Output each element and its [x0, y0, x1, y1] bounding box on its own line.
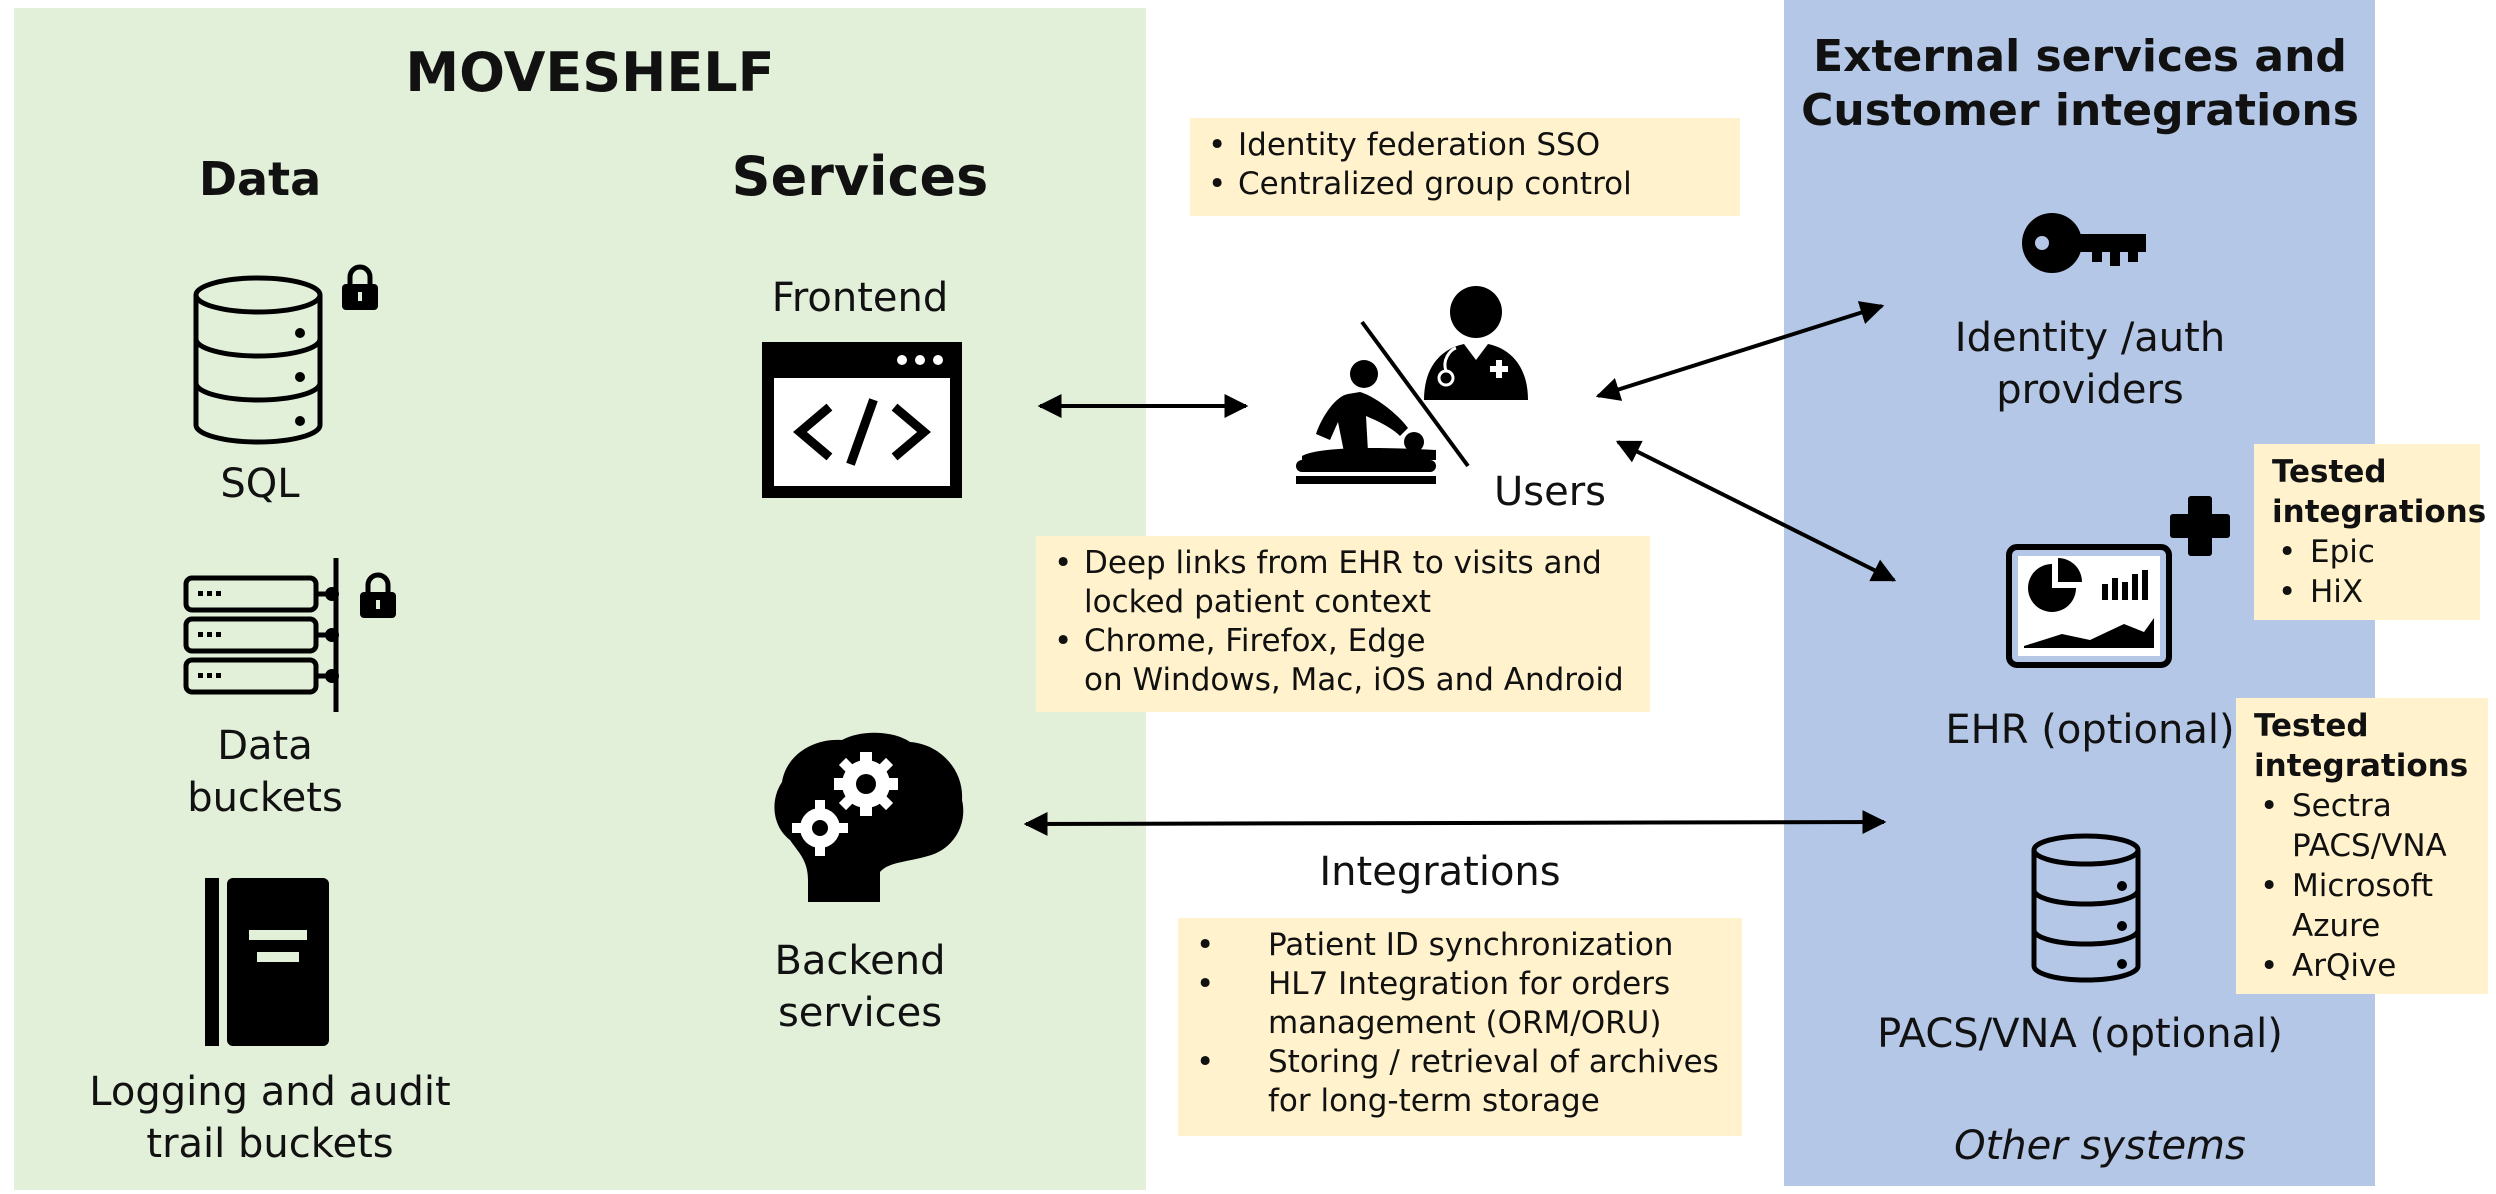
arrow-users-identity — [1595, 301, 1885, 401]
arrow-backend-pacs — [1023, 810, 1887, 836]
data-heading: Data — [198, 152, 322, 206]
sso-notes-box: Identity federation SSO Centralized grou… — [1190, 118, 1740, 216]
lock-icon — [342, 264, 378, 310]
pacs-tested-line: PACS/VNA — [2292, 828, 2447, 864]
server-rack-icon — [183, 558, 339, 712]
sso-note-item: Identity federation SSO — [1200, 126, 1730, 165]
integration-note-line: Storing / retrieval of archives — [1268, 1044, 1719, 1080]
integration-note-line: for long-term storage — [1268, 1083, 1600, 1119]
integration-note-item: HL7 Integration for orders management (O… — [1188, 965, 1732, 1043]
services-heading: Services — [731, 145, 989, 208]
link-note-line: Chrome, Firefox, Edge — [1084, 623, 1426, 659]
data-buckets-label-line-1: Data — [217, 723, 313, 769]
integration-note-line: HL7 Integration for orders — [1268, 966, 1671, 1002]
identity-label-line-2: providers — [1996, 367, 2184, 413]
integration-note-line: management (ORM/ORU) — [1268, 1005, 1662, 1041]
backend-label-line-2: services — [777, 990, 943, 1036]
moveshelf-panel — [14, 8, 1146, 1190]
key-icon — [2022, 213, 2146, 273]
pacs-tested-title-line-2: integrations — [2254, 748, 2469, 784]
sql-label: SQL — [220, 461, 300, 507]
link-note-item: Chrome, Firefox, Edge on Windows, Mac, i… — [1046, 622, 1640, 700]
data-buckets-label-line-2: buckets — [187, 775, 343, 821]
integrations-label: Integrations — [1319, 849, 1561, 895]
data-buckets-label: Data buckets — [140, 720, 390, 824]
users-label: Users — [1493, 469, 1606, 515]
pacs-tested-box: Tested integrations Sectra PACS/VNA Micr… — [2236, 698, 2488, 994]
pacs-tested-item: Microsoft Azure — [2254, 866, 2476, 946]
pacs-tested-title-line-1: Tested — [2254, 708, 2369, 744]
logging-label-line-1: Logging and audit — [89, 1069, 451, 1115]
other-systems-label: Other systems — [1954, 1123, 2246, 1169]
ehr-tested-title-line-2: integrations — [2272, 494, 2487, 530]
database-icon — [193, 275, 323, 445]
pacs-tested-line: Sectra — [2292, 788, 2392, 824]
integration-note-item: Storing / retrieval of archives for long… — [1188, 1043, 1732, 1121]
frontend-label: Frontend — [771, 275, 949, 321]
pacs-tested-item: Sectra PACS/VNA — [2254, 786, 2476, 866]
pacs-tested-line: ArQive — [2292, 948, 2397, 984]
arrow-users-ehr — [1615, 440, 1897, 582]
dashboard-icon — [2006, 544, 2172, 668]
book-icon — [205, 878, 329, 1046]
pacs-tested-line: Azure — [2292, 908, 2381, 944]
ehr-label: EHR (optional) — [1945, 707, 2235, 753]
ehr-tested-title-line-1: Tested — [2272, 454, 2387, 490]
physiotherapist-icon — [1296, 360, 1436, 484]
backend-label-line-1: Backend — [774, 938, 946, 984]
sso-note-item: Centralized group control — [1200, 165, 1730, 204]
database-icon — [2031, 833, 2141, 983]
backend-label: Backend services — [730, 935, 990, 1039]
identity-label-line-1: Identity /auth — [1954, 315, 2226, 361]
ehr-tested-item: Epic — [2272, 532, 2468, 572]
pacs-tested-line: Microsoft — [2292, 868, 2434, 904]
link-note-item: Deep links from EHR to visits and locked… — [1046, 544, 1640, 622]
integrations-notes-box: Patient ID synchronization HL7 Integrati… — [1178, 918, 1742, 1136]
external-title: External services and Customer integrati… — [1790, 30, 2370, 138]
external-title-line-1: External services and — [1813, 31, 2347, 82]
logging-label-line-2: trail buckets — [146, 1121, 394, 1167]
link-note-line: Deep links from EHR to visits and — [1084, 545, 1602, 581]
doctor-icon — [1424, 286, 1528, 400]
medical-cross-icon — [2170, 496, 2230, 556]
ehr-tested-item: HiX — [2272, 572, 2468, 612]
users-divider — [1360, 320, 1470, 468]
pacs-label: PACS/VNA (optional) — [1877, 1011, 2283, 1057]
identity-label: Identity /auth providers — [1890, 312, 2290, 416]
lock-icon — [360, 572, 396, 618]
link-note-line: locked patient context — [1084, 584, 1432, 620]
logging-label: Logging and audit trail buckets — [40, 1066, 500, 1170]
ehr-tested-box: Tested integrations Epic HiX — [2254, 444, 2487, 620]
external-title-line-2: Customer integrations — [1801, 85, 2359, 136]
moveshelf-title: MOVESHELF — [405, 41, 775, 104]
brain-gears-icon — [774, 732, 964, 902]
code-window-icon — [762, 342, 962, 498]
pacs-tested-item: ArQive — [2254, 946, 2476, 986]
link-note-line: on Windows, Mac, iOS and Android — [1084, 662, 1624, 698]
integration-note-item: Patient ID synchronization — [1188, 926, 1732, 965]
link-notes-box: Deep links from EHR to visits and locked… — [1036, 536, 1650, 712]
integration-note-line: Patient ID synchronization — [1268, 927, 1674, 963]
